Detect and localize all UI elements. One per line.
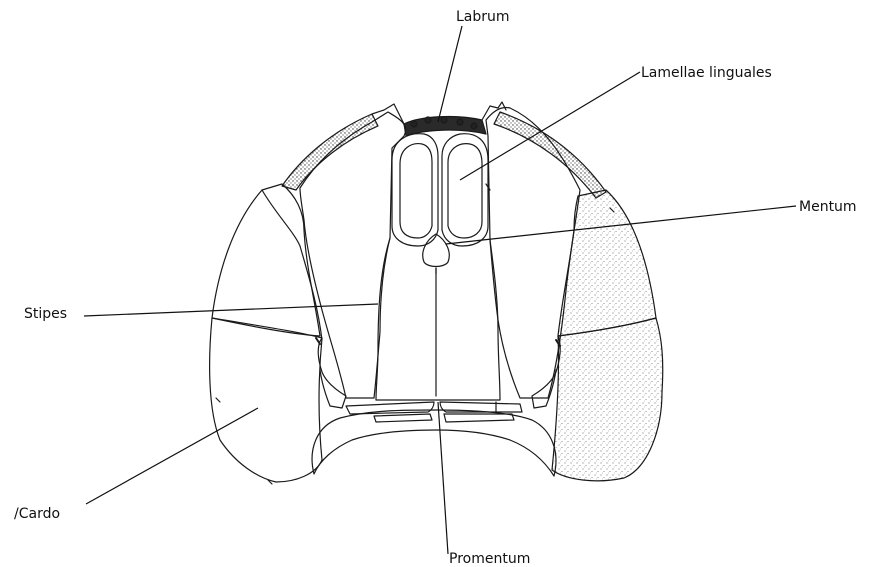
lower-crescent [312,410,556,476]
right-hinge [532,336,560,408]
right-dark-band [494,112,606,198]
left-lamella-inner [400,144,432,238]
leader-stipes [84,304,378,316]
left-hinge [318,338,346,408]
label-labrum: Labrum [456,9,510,25]
right-stipes-outer [558,190,656,336]
labrum-knob-1 [411,121,417,127]
leader-promentum [438,402,448,554]
right-lamella-inner [448,144,482,238]
tick-left-1 [216,398,220,402]
label-promentum: Promentum [449,551,530,567]
label-cardo: /Cardo [14,506,60,522]
right-cardo [552,318,663,481]
labrum-knob-4 [457,119,463,125]
promentum-upper-left [346,402,434,414]
left-inner-strip [262,190,322,340]
promentum-strip-left [374,414,432,422]
label-mentum: Mentum [799,199,857,215]
labrum-knob-3 [441,117,447,123]
promentum-strip-right [444,414,514,422]
labrum-knob-5 [471,123,477,129]
mentum-diamond [423,234,450,267]
tick-left-3 [316,338,320,344]
left-cardo [210,318,322,482]
labrum-knob-2 [425,117,431,123]
left-top-notch [372,104,404,124]
central-column [376,238,500,400]
label-lamellae-linguales: Lamellae linguales [641,65,772,81]
label-stipes: Stipes [24,306,67,322]
leader-labrum [438,26,462,122]
